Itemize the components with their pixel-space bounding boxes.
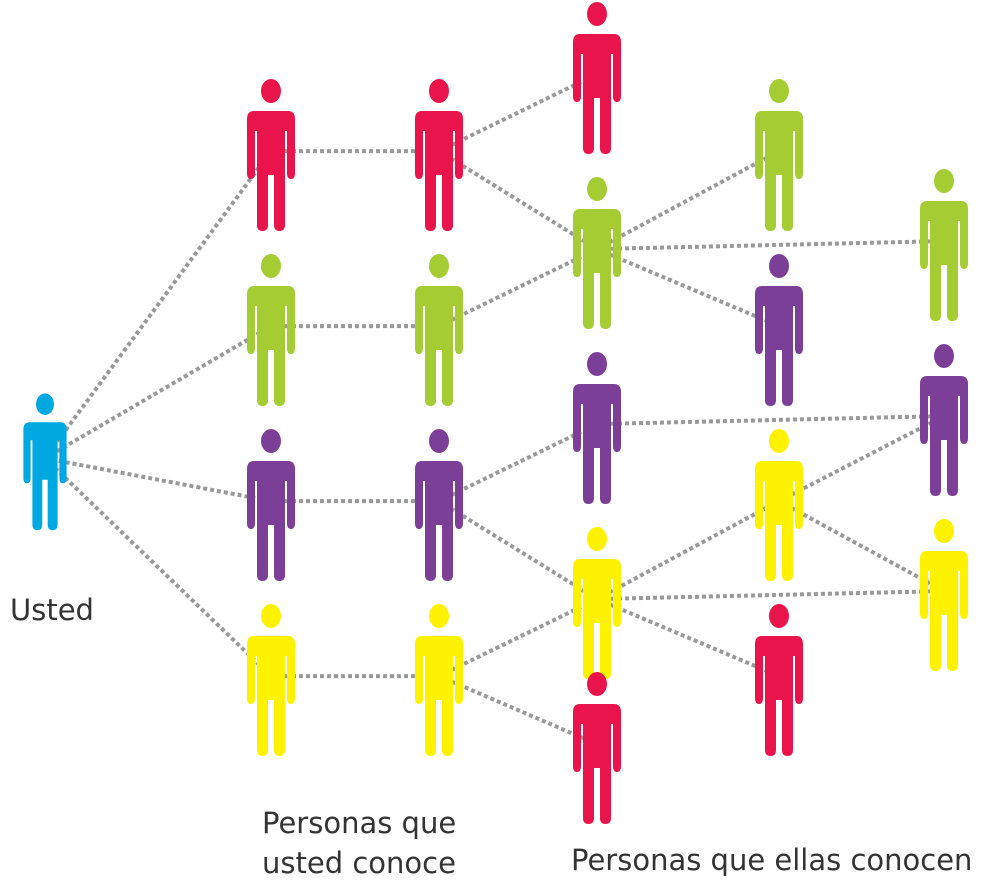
person-silhouette: [415, 429, 463, 581]
person-c3-purple-icon: [573, 352, 621, 504]
person-silhouette: [755, 604, 803, 756]
connector-line: [778, 499, 945, 593]
person-c3-green-icon: [573, 177, 621, 329]
person-c4-purple-icon: [755, 254, 803, 406]
label-people-they-know: Personas que ellas conocen: [571, 843, 973, 877]
person-c5-yellow-icon: [920, 519, 968, 671]
person-c4-green-icon: [755, 79, 803, 231]
connector-line: [596, 589, 945, 602]
person-c1-yellow-icon: [247, 604, 295, 756]
people-layer: [23, 2, 968, 824]
person-c5-purple-icon: [920, 344, 968, 496]
connector-line: [437, 499, 599, 601]
person-c4-yellow-icon: [755, 429, 803, 581]
connector-line: [596, 239, 945, 252]
label-you: Usted: [10, 593, 94, 627]
person-silhouette: [415, 79, 463, 231]
person-silhouette: [23, 393, 67, 531]
connector-line: [438, 247, 598, 328]
person-silhouette: [573, 2, 621, 154]
person-silhouette: [755, 254, 803, 406]
connector-line: [43, 149, 273, 460]
connector-line: [43, 324, 273, 460]
person-silhouette: [573, 352, 621, 504]
connector-line: [438, 422, 598, 503]
person-silhouette: [247, 429, 295, 581]
person-c1-red-icon: [247, 79, 295, 231]
person-silhouette: [247, 604, 295, 756]
connector-line: [438, 597, 598, 678]
person-c2-yellow-icon: [415, 604, 463, 756]
person-c2-purple-icon: [415, 429, 463, 581]
person-c2-green-icon: [415, 254, 463, 406]
label-people-you-know-line2: usted conoce: [262, 846, 456, 880]
connector-line: [778, 414, 945, 503]
person-silhouette: [755, 79, 803, 231]
person-silhouette: [573, 177, 621, 329]
person-c2-red-icon: [415, 79, 463, 231]
connector-line: [596, 597, 780, 678]
connector-line: [596, 499, 780, 601]
person-silhouette: [573, 527, 621, 679]
connector-line: [43, 456, 273, 678]
person-silhouette: [247, 254, 295, 406]
connector-line: [596, 247, 780, 328]
connector-line: [596, 414, 945, 427]
person-silhouette: [920, 169, 968, 321]
person-c3-yellow-icon: [573, 527, 621, 679]
person-c3-red-top-icon: [573, 2, 621, 154]
person-silhouette: [415, 254, 463, 406]
person-c1-purple-icon: [247, 429, 295, 581]
person-silhouette: [755, 429, 803, 581]
connections-layer: [43, 72, 945, 746]
label-people-you-know-line1: Personas que: [262, 806, 457, 840]
person-silhouette: [920, 344, 968, 496]
person-you-icon: [23, 393, 67, 531]
person-c4-red-icon: [755, 604, 803, 756]
connector-line: [437, 149, 599, 251]
connector-line: [44, 456, 272, 504]
person-silhouette: [920, 519, 968, 671]
person-silhouette: [415, 604, 463, 756]
connector-line: [438, 72, 598, 153]
connector-line: [596, 149, 780, 251]
connector-line: [438, 674, 598, 746]
person-c5-green-icon: [920, 169, 968, 321]
person-silhouette: [247, 79, 295, 231]
person-silhouette: [573, 672, 621, 824]
person-c3-red-bottom-icon: [573, 672, 621, 824]
person-c1-green-icon: [247, 254, 295, 406]
